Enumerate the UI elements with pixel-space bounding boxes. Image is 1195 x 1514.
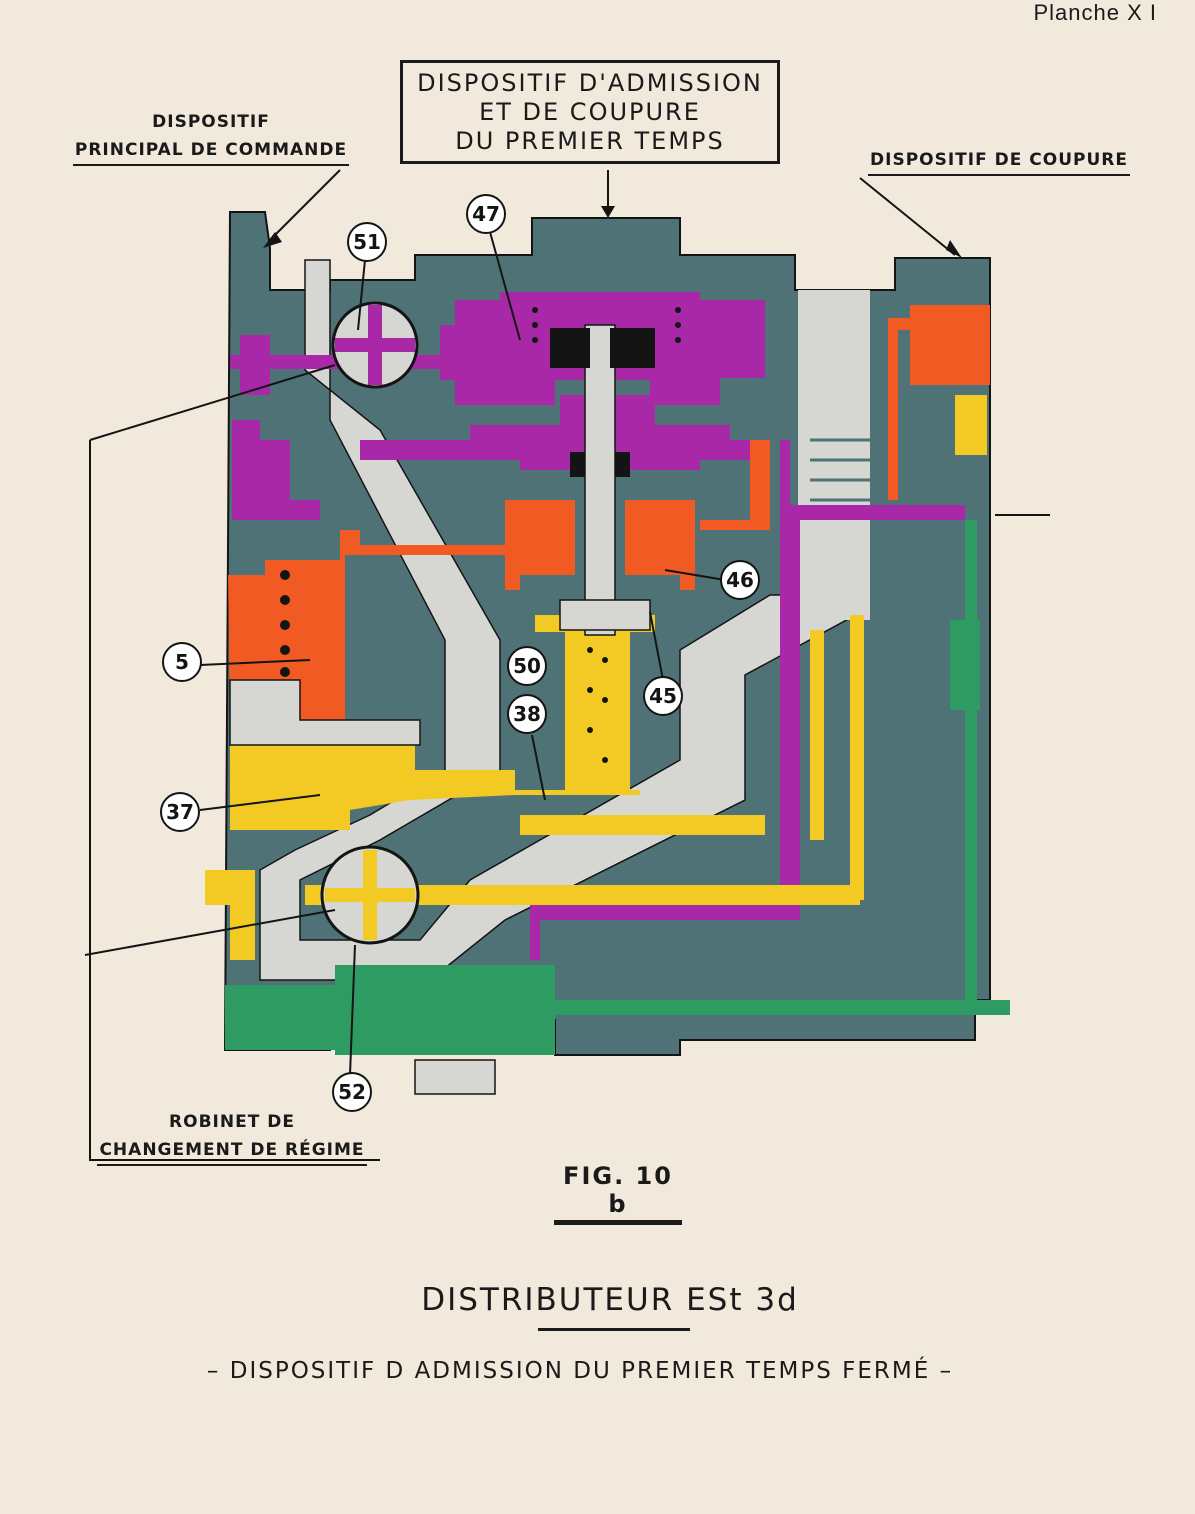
callout-line: PRINCIPAL DE COMMANDE [72, 136, 350, 166]
badge-37 [160, 792, 200, 832]
lower-piston [229, 679, 421, 746]
rotary-valve-52 [320, 845, 420, 945]
yellow-circuit [205, 395, 987, 960]
cutoff-device-callout: DISPOSITIF DE COUPURE [856, 146, 1142, 176]
callout-line: ET DE COUPURE [479, 98, 701, 126]
outlet-pipe [414, 1059, 496, 1095]
callout-line: DU PREMIER TEMPS [455, 127, 725, 155]
plate-label: Planche X I [1033, 0, 1157, 25]
callout-line: DISPOSITIF DE COUPURE [868, 146, 1130, 176]
admission-device-callout-box: DISPOSITIF D'ADMISSION ET DE COUPURE DU … [400, 60, 780, 164]
badge-45 [643, 676, 683, 716]
rotary-valve-51 [331, 301, 419, 389]
part-number-45: 45 [649, 684, 677, 708]
badge-52 [332, 1072, 372, 1112]
regime-valve-bracket [89, 440, 380, 1161]
callout-line: DISPOSITIF D'ADMISSION [417, 69, 763, 97]
callout-line: ROBINET DE [169, 1112, 295, 1132]
part-number-50: 50 [513, 654, 541, 678]
part-number-46: 46 [726, 568, 754, 592]
badge-51 [347, 222, 387, 262]
part-number-52: 52 [338, 1080, 366, 1104]
right-duct [798, 290, 870, 620]
badge-5 [162, 642, 202, 682]
main-control-callout: DISPOSITIF PRINCIPAL DE COMMANDE [66, 108, 356, 166]
cutoff-arrow [859, 177, 956, 256]
callout-line: CHANGEMENT DE RÉGIME [97, 1136, 367, 1166]
regime-valve-callout: ROBINET DE CHANGEMENT DE RÉGIME [82, 1108, 382, 1166]
part-number-47: 47 [472, 202, 500, 226]
badge-38 [507, 694, 547, 734]
main-title: DISTRIBUTEUR ESt 3d [421, 1282, 799, 1318]
subtitle: – DISPOSITIF D ADMISSION DU PREMIER TEMP… [206, 1358, 954, 1384]
badge-46 [720, 560, 760, 600]
central-spindle [550, 324, 655, 636]
title-underline [538, 1328, 690, 1331]
badge-50 [507, 646, 547, 686]
green-circuit [225, 520, 1010, 1055]
callout-line: DISPOSITIF [152, 112, 270, 132]
part-number-37: 37 [166, 800, 194, 824]
part-number-5: 5 [175, 650, 189, 674]
figure-label: FIG. 10 b [554, 1162, 682, 1225]
orange-circuit [228, 305, 990, 720]
part-number-38: 38 [513, 702, 541, 726]
main-control-arrow [269, 169, 341, 241]
part-number-51: 51 [353, 230, 381, 254]
badge-47 [466, 194, 506, 234]
